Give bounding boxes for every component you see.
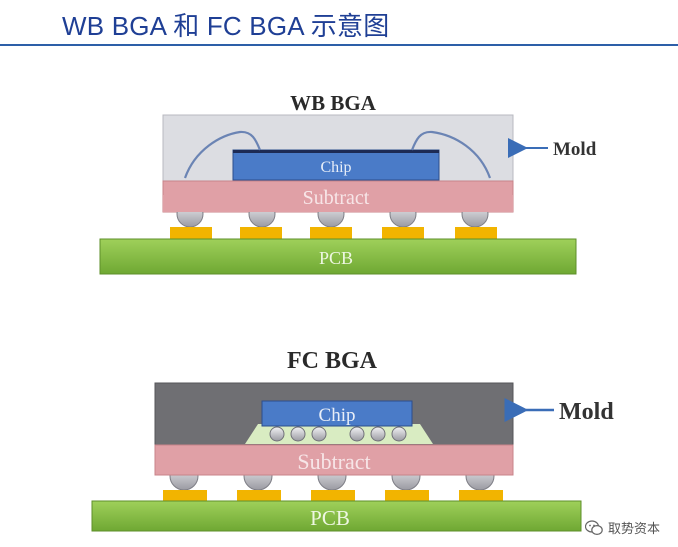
fc-pad <box>237 490 281 501</box>
slide-title: WB BGA 和 FC BGA 示意图 <box>62 11 390 41</box>
fc-heading: FC BGA <box>287 348 378 374</box>
fc-bga-group: FC BGA Chip Subtract <box>91 348 614 532</box>
fc-bump <box>290 426 306 442</box>
fc-bump <box>391 426 407 442</box>
wb-pad <box>240 227 282 239</box>
wb-heading: WB BGA <box>290 91 377 115</box>
fc-pad <box>311 490 355 501</box>
fc-chip-label: Chip <box>319 405 356 426</box>
wechat-icon <box>584 519 603 536</box>
fc-bumps <box>269 426 407 442</box>
fc-chip <box>261 400 413 427</box>
fc-pad <box>459 490 503 501</box>
wb-pcb <box>99 238 577 275</box>
wb-substrate-cover <box>163 195 513 212</box>
fc-bump <box>311 426 327 442</box>
wb-pad <box>382 227 424 239</box>
wb-bond-wire-right <box>410 130 492 179</box>
fc-underfill <box>245 424 433 444</box>
fc-pads <box>163 490 503 501</box>
fc-pad <box>163 490 207 501</box>
fc-pcb-label: PCB <box>310 506 350 530</box>
wb-bond-wire-left <box>183 130 262 179</box>
wb-pcb-label: PCB <box>319 248 353 268</box>
watermark: 取势资本 <box>584 518 660 537</box>
wb-pad <box>310 227 352 239</box>
wb-pads <box>170 227 497 239</box>
fc-bump <box>269 426 285 442</box>
wb-bga-group: WB BGA Chip Subtract Subtract <box>99 91 597 275</box>
fc-substrate <box>154 444 514 476</box>
wb-chip <box>232 149 440 181</box>
fc-pad <box>385 490 429 501</box>
wb-pad <box>170 227 212 239</box>
wb-substrate-label-top: Subtract <box>303 187 370 209</box>
fc-substrate-label: Subtract <box>297 449 370 474</box>
title-rule <box>0 44 678 46</box>
fc-bump <box>370 426 386 442</box>
wb-chip-top-edge <box>233 150 439 153</box>
fc-mold-label: Mold <box>559 399 614 425</box>
wb-pad <box>455 227 497 239</box>
fc-pcb <box>91 500 582 532</box>
fc-bump <box>349 426 365 442</box>
wb-chip-label: Chip <box>320 159 351 176</box>
watermark-text: 取势资本 <box>607 522 660 537</box>
wb-mold-label: Mold <box>553 139 597 160</box>
